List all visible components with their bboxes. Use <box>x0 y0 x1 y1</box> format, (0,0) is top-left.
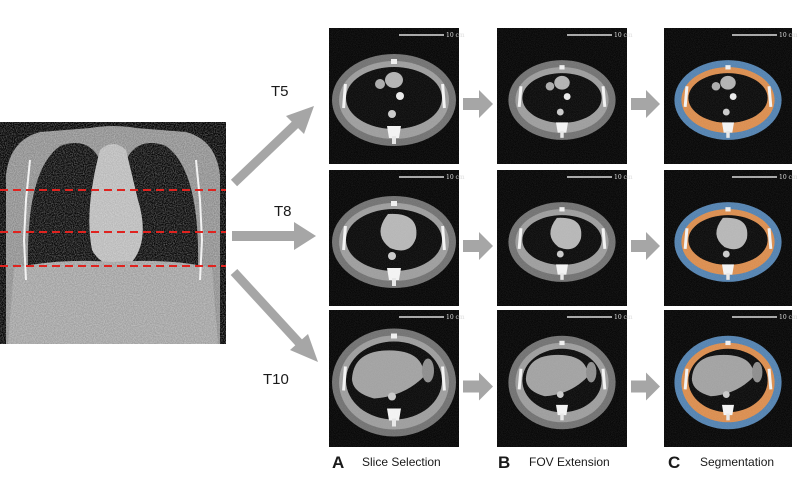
axial-ct-slice <box>664 170 792 306</box>
scale-bar-label: 10 cm <box>614 314 633 321</box>
scale-bar-label: 10 cm <box>779 314 798 321</box>
arrow-icon <box>631 372 660 401</box>
caption-title-a: Slice Selection <box>362 455 441 469</box>
arrow-icon <box>230 106 314 187</box>
scale-bar: 10 cm <box>732 174 798 181</box>
arrow-icon <box>631 90 660 118</box>
arrow-icon <box>230 268 318 362</box>
level-label-t5: T5 <box>271 83 289 100</box>
slice-guide-lines <box>0 189 226 267</box>
scale-bar: 10 cm <box>567 174 633 181</box>
scale-bar-label: 10 cm <box>779 32 798 39</box>
scale-bar-label: 10 cm <box>446 314 465 321</box>
caption-title-b: FOV Extension <box>529 455 610 469</box>
axial-ct-slice <box>664 28 792 164</box>
scale-bar-label: 10 cm <box>614 174 633 181</box>
axial-panel-grid: 10 cm 10 cm 10 cm 10 cm 10 cm 10 cm 10 cm 10 cm… <box>329 28 798 447</box>
level-label-t8: T8 <box>274 203 292 220</box>
panel-captions: A Slice Selection B FOV Extension C Segm… <box>332 453 774 472</box>
axial-ct-slice <box>329 310 459 447</box>
axial-ct-slice <box>497 170 627 306</box>
level-label-t10: T10 <box>263 371 289 388</box>
arrow-icon <box>463 90 493 118</box>
scale-bar: 10 cm <box>399 32 465 39</box>
caption-title-c: Segmentation <box>700 455 774 469</box>
scale-bar-label: 10 cm <box>614 32 633 39</box>
scale-bar: 10 cm <box>567 314 633 321</box>
selection-arrows <box>230 106 318 362</box>
scale-bar-label: 10 cm <box>779 174 798 181</box>
scale-bar-label: 10 cm <box>446 32 465 39</box>
scale-bar-label: 10 cm <box>446 174 465 181</box>
coronal-ct-image <box>0 122 226 344</box>
axial-ct-slice <box>497 310 627 447</box>
caption-letter-b: B <box>498 453 510 472</box>
axial-ct-slice <box>497 28 627 164</box>
arrow-icon <box>232 222 316 250</box>
caption-letter-a: A <box>332 453 344 472</box>
scale-bar: 10 cm <box>567 32 633 39</box>
arrow-icon <box>463 372 493 401</box>
arrow-icon <box>463 232 493 260</box>
scale-bar: 10 cm <box>732 314 798 321</box>
axial-ct-slice <box>329 28 459 164</box>
scale-bar: 10 cm <box>399 174 465 181</box>
caption-letter-c: C <box>668 453 680 472</box>
scale-bar: 10 cm <box>732 32 798 39</box>
axial-ct-slice <box>664 310 792 447</box>
scale-bar: 10 cm <box>399 314 465 321</box>
arrow-icon <box>631 232 660 260</box>
axial-ct-slice <box>329 170 459 306</box>
